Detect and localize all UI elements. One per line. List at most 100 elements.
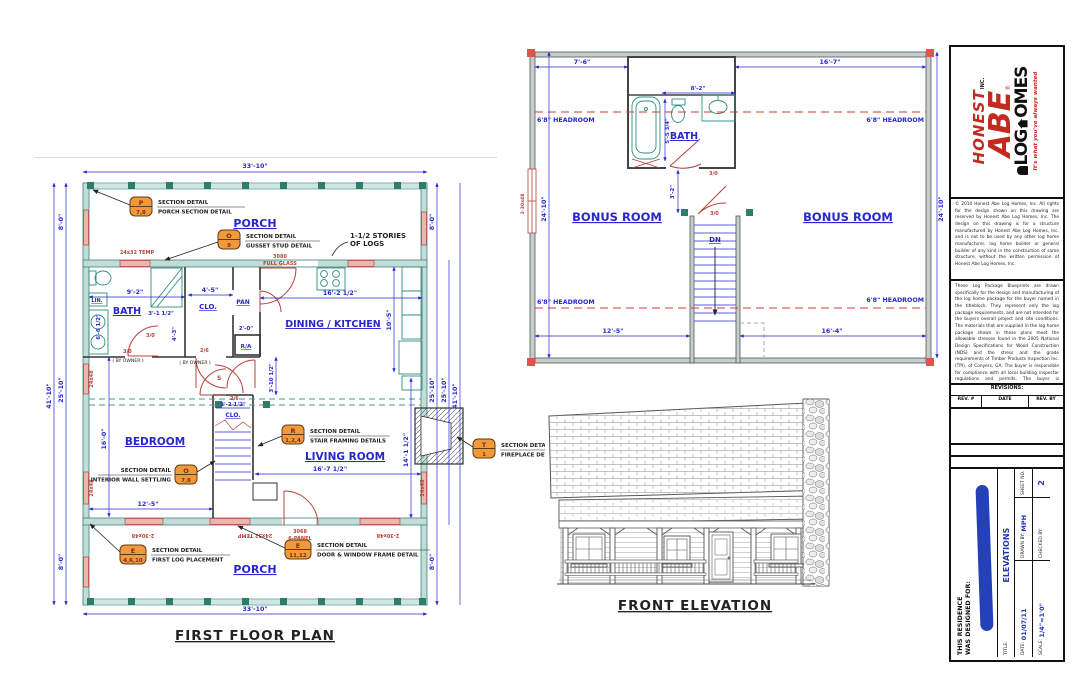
dim-porch-tl: 8'-0" bbox=[58, 214, 65, 231]
callout-e1-letter: E bbox=[131, 547, 135, 555]
dim-width-top: 33'-10" bbox=[242, 163, 267, 170]
label-win-r1: 24x48 bbox=[420, 479, 426, 497]
sf-dim-bathh: 5'-5 3/4" bbox=[665, 118, 671, 144]
callout-o9-letter: O bbox=[226, 232, 232, 240]
sf-dims: 7'-6" 16'-7" 12'-5" 16'-4" 24'-10" 24'-1… bbox=[534, 51, 945, 359]
client-name-redaction bbox=[975, 484, 994, 632]
dim-main-r: 25'-10" bbox=[429, 377, 436, 402]
first-floor-title: FIRST FLOOR PLAN bbox=[175, 628, 335, 644]
first-floor-plan: 33'-10" 33'-10" 41'-10" 8'-0" 25'-10" 8'… bbox=[46, 163, 545, 644]
registered-icon: ® bbox=[1005, 84, 1012, 91]
callout-o78-letter: O bbox=[183, 467, 189, 475]
callout-r-l2: STAIR FRAMING DETAILS bbox=[310, 439, 386, 445]
front-elevation: FRONT ELEVATION bbox=[548, 398, 830, 614]
checked-by-cell: CHECKED BY: bbox=[1033, 498, 1050, 561]
callout-e1-nums: 4,6,10 bbox=[123, 558, 143, 564]
titleblock-border: HONESTINC. ABE® LOG OMES It's what you'v… bbox=[949, 45, 1065, 662]
title-value: ELEVATIONS bbox=[1001, 527, 1011, 583]
sf-dim-t1: 7'-6" bbox=[574, 59, 591, 66]
label-byowner1: ( BY OWNER ) bbox=[112, 358, 144, 364]
date-value: 01/07/11 bbox=[1019, 608, 1028, 641]
revisions-empty bbox=[951, 409, 1063, 445]
elevation-drawing bbox=[548, 398, 830, 587]
info-row-2: SCALE: 1/4"=1'0" CHECKED BY: 2 bbox=[1033, 469, 1050, 657]
stories-note: 1-1/2 STORIES OF LOGS bbox=[331, 232, 406, 257]
room-lin: LIN. bbox=[91, 298, 102, 304]
room-bonus-right: BONUS ROOM bbox=[803, 210, 893, 224]
rev-no-col: REV. # bbox=[951, 396, 982, 407]
second-floor-plan: 6'8" HEADROOM 6'8" HEADROOM 6'8" HEADROO… bbox=[520, 49, 945, 366]
callout-p-letter: P bbox=[139, 199, 144, 207]
project-info-section: THIS RESIDENCE WAS DESIGNED FOR: TITLE: … bbox=[951, 469, 1063, 660]
callout-t-l2: FIREPLACE DETAIL bbox=[501, 453, 545, 459]
label-s: S bbox=[217, 375, 221, 382]
label-3080: 3080 bbox=[273, 254, 287, 260]
front-elevation-title: FRONT ELEVATION bbox=[618, 598, 772, 614]
info-row-1: DATE: 01/07/11 DRAWN BY: MPH SHEET NO. bbox=[1015, 469, 1033, 657]
label-door30b: 3/0 bbox=[123, 349, 132, 355]
callout-r: R 1,2,4 SECTION DETAIL STAIR FRAMING DET… bbox=[257, 424, 390, 447]
dim-height-left: 41'-10" bbox=[46, 383, 53, 408]
callout-t-nums: 1 bbox=[482, 452, 486, 458]
sf-window-label: 2-30x48 bbox=[520, 194, 526, 215]
callout-e2: E 11,12 SECTION DETAIL DOOR & WINDOW FRA… bbox=[237, 525, 430, 560]
fixtures bbox=[88, 266, 423, 391]
sheet-label-cell: SHEET NO. bbox=[1015, 469, 1032, 498]
corner-marks bbox=[527, 49, 934, 366]
dim-clo-w: 4'-5" bbox=[202, 287, 219, 294]
room-pan: PAN bbox=[236, 299, 250, 306]
dim-s3: 6'-6 1/2" bbox=[96, 314, 102, 340]
label-door26a: 2/6 bbox=[200, 348, 209, 354]
label-6panel: 6-PANEL bbox=[288, 536, 312, 542]
sf-headroom: 6'8" HEADROOM 6'8" HEADROOM 6'8" HEADROO… bbox=[535, 111, 926, 309]
rev-date-col: DATE bbox=[982, 396, 1029, 407]
room-bath: BATH bbox=[113, 306, 141, 317]
revisions-columns: REV. # DATE REV. BY bbox=[951, 396, 1063, 409]
dim-porch-br: 8'-0" bbox=[429, 554, 436, 571]
disclaimer-note: These Log Package Blueprints are drawn s… bbox=[951, 281, 1063, 385]
callout-e2-l1: SECTION DETAIL bbox=[317, 543, 368, 549]
dim-porch-tr: 8'-0" bbox=[429, 214, 436, 231]
dim-main-r2: 25'-10" bbox=[441, 377, 448, 402]
window-openings bbox=[83, 209, 427, 588]
dim-s1: 3'-1 1/2" bbox=[148, 311, 174, 317]
callout-p-l1: SECTION DETAIL bbox=[158, 200, 209, 206]
label-win-b1: 2-30x48 bbox=[131, 532, 154, 538]
callout-o9-l2: GUSSET STUD DETAIL bbox=[246, 244, 313, 250]
logo-inc: INC. bbox=[980, 77, 986, 90]
callout-o9-l1: SECTION DETAIL bbox=[246, 234, 297, 240]
callout-p-l2: PORCH SECTION DETAIL bbox=[158, 210, 232, 216]
label-win-b3: 2-30x48 bbox=[376, 532, 399, 538]
room-bath-sf: BATH bbox=[670, 131, 698, 142]
sheet-value: 2 bbox=[1037, 480, 1046, 486]
opening-labels: 24x32 TEMP 3080 FULL GLASS 3068 6-PANEL … bbox=[89, 250, 426, 542]
dim-porch-bl: 8'-0" bbox=[58, 554, 65, 571]
logo-omes: OMES bbox=[1012, 66, 1032, 118]
headroom-br: 6'8" HEADROOM bbox=[866, 297, 924, 304]
sf-dim-b2: 16'-4" bbox=[822, 328, 843, 335]
scale-cell: SCALE: 1/4"=1'0" bbox=[1033, 561, 1050, 657]
abe-bust-icon bbox=[1017, 166, 1028, 176]
stairs bbox=[214, 419, 252, 481]
dim-width-bottom-t: 33'-10" bbox=[242, 606, 267, 613]
spacer-row-2 bbox=[951, 457, 1063, 469]
label-win-b2: 24x32 TEMP bbox=[237, 532, 272, 538]
room-porch-bot: PORCH bbox=[233, 563, 276, 576]
sf-dim-right: 24'-10" bbox=[938, 196, 945, 221]
callout-t: T 1 SECTION DETAIL FIREPLACE DETAIL bbox=[456, 436, 545, 459]
sf-dim-t2: 16'-7" bbox=[820, 59, 841, 66]
label-door30a: 3/0 bbox=[146, 333, 155, 339]
callout-r-l1: SECTION DETAIL bbox=[310, 429, 361, 435]
dim-bath-w: 9'-2" bbox=[127, 289, 144, 296]
callout-e2-nums: 11,12 bbox=[289, 553, 307, 559]
logo-log: LOG bbox=[1012, 129, 1032, 166]
dim-living-w: 16'-7 1/2" bbox=[313, 466, 347, 473]
label-3068: 3068 bbox=[293, 529, 307, 535]
sf-doors bbox=[669, 138, 727, 215]
scale-label: SCALE: bbox=[1039, 639, 1044, 655]
headroom-bl: 6'8" HEADROOM bbox=[537, 299, 595, 306]
sheet-edge-line bbox=[35, 157, 497, 158]
callout-o9-nums: 9 bbox=[227, 243, 231, 249]
room-labels: PORCH BATH CLO. PAN R/A LIN. DINING / KI… bbox=[91, 217, 385, 576]
